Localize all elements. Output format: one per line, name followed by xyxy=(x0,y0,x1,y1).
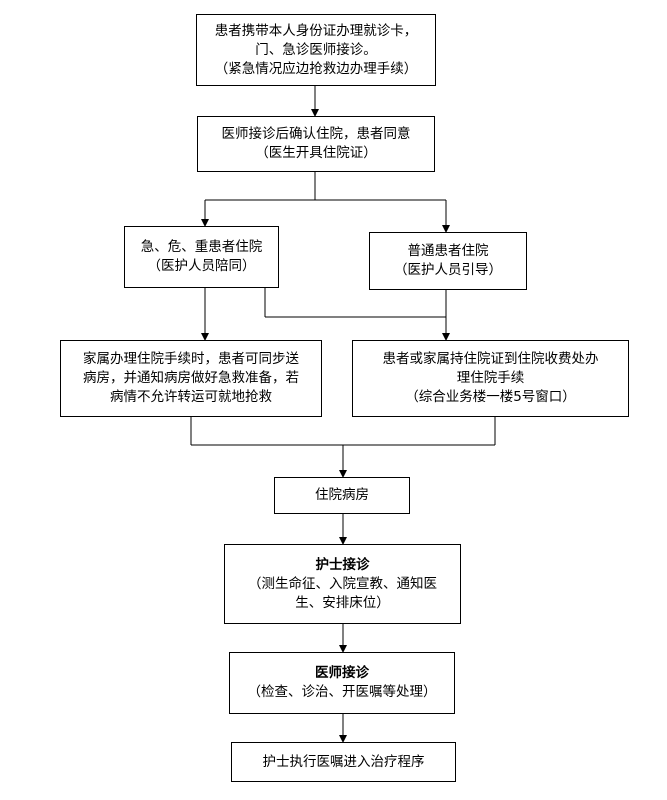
step-confirm-line2: （医生开具住院证） xyxy=(255,145,377,161)
step-billing-line3: （综合业务楼一楼5号窗口） xyxy=(405,389,576,405)
step-family-line3: 病情不允许转运可就地抢救 xyxy=(110,389,272,405)
step-nurse-title: 护士接诊 xyxy=(315,556,370,573)
step-normal-admission: 普通患者住院 （医护人员引导） xyxy=(369,232,527,290)
step-critical-line2: （医护人员陪同） xyxy=(147,258,256,274)
step-physician-reception: 医师接诊 （检查、诊治、开医嘱等处理） xyxy=(229,652,455,714)
step-physician-title: 医师接诊 xyxy=(315,665,369,681)
step-critical-line1: 急、危、重患者住院 xyxy=(140,239,263,255)
step-billing-office: 患者或家属持住院证到住院收费处办 理住院手续 （综合业务楼一楼5号窗口） xyxy=(352,340,629,417)
step-inpatient-ward: 住院病房 xyxy=(274,477,410,514)
step-billing-line2: 理住院手续 xyxy=(456,370,525,386)
step-physician-line1: （检查、诊治、开医嘱等处理） xyxy=(247,684,437,700)
step-confirm-admission: 医师接诊后确认住院，患者同意 （医生开具住院证） xyxy=(197,116,435,172)
step-ward-label: 住院病房 xyxy=(315,487,369,503)
step-nurse-line1: （测生命征、入院宣教、通知医 xyxy=(248,575,437,592)
step-billing-line1: 患者或家属持住院证到住院收费处办 xyxy=(382,351,599,367)
step-register-line2: 门、急诊医师接诊。 xyxy=(255,41,377,58)
step-register-line3: （紧急情况应边抢救边办理手续） xyxy=(214,60,418,77)
step-family-line1: 家属办理住院手续时，患者可同步送 xyxy=(83,351,299,367)
step-register-consult: 患者携带本人身份证办理就诊卡， 门、急诊医师接诊。 （紧急情况应边抢救边办理手续… xyxy=(196,14,436,86)
step-execute-label: 护士执行医嘱进入治疗程序 xyxy=(262,753,425,770)
step-family-line2: 病房，并通知病房做好急救准备，若 xyxy=(83,370,299,386)
step-nurse-line2: 生、安排床位） xyxy=(295,594,390,611)
step-family-procedures: 家属办理住院手续时，患者可同步送 病房，并通知病房做好急救准备，若 病情不允许转… xyxy=(60,340,322,417)
step-critical-admission: 急、危、重患者住院 （医护人员陪同） xyxy=(124,226,279,288)
step-nurse-reception: 护士接诊 （测生命征、入院宣教、通知医 生、安排床位） xyxy=(224,544,461,624)
step-normal-line1: 普通患者住院 xyxy=(407,243,489,259)
step-normal-line2: （医护人员引导） xyxy=(394,262,502,278)
step-confirm-line1: 医师接诊后确认住院，患者同意 xyxy=(221,126,411,142)
step-register-line1: 患者携带本人身份证办理就诊卡， xyxy=(214,22,418,39)
step-execute-orders: 护士执行医嘱进入治疗程序 xyxy=(231,742,456,782)
